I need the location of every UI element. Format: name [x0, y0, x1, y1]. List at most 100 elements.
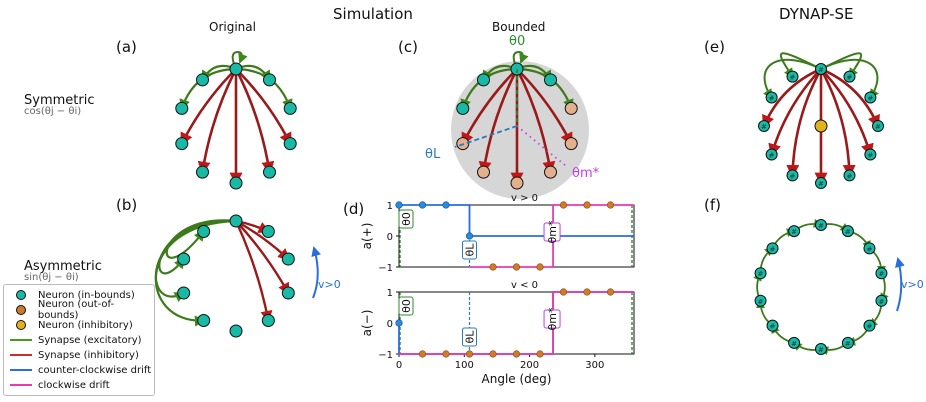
row-title-asymmetric: Asymmetric	[24, 259, 102, 274]
v-positive-label: v>0	[318, 278, 341, 291]
neuron-node	[175, 137, 189, 151]
ccw-drift-arrow	[311, 246, 322, 299]
neuron-node	[544, 165, 558, 179]
thetaL-tag: θL	[464, 243, 477, 257]
dynap-header: DYNAP-SE	[779, 5, 854, 23]
legend-entry: Neuron (out-of-bounds)	[8, 299, 154, 321]
original-header: Original	[209, 20, 256, 34]
thetaL-tag-box	[462, 327, 477, 347]
inhibitory-synapse	[762, 67, 822, 129]
out-of-bounds-marker	[559, 201, 568, 209]
neuron-node	[788, 336, 801, 349]
row-title-symmetric: Symmetric	[24, 93, 95, 108]
inhibitory-synapse	[516, 68, 573, 146]
cw-drift-line	[399, 291, 634, 355]
theta0-label: θ0	[509, 34, 525, 49]
ccw-drift-arrow	[895, 257, 905, 312]
neuron-node	[229, 214, 243, 228]
x-tick-label: 100	[455, 360, 474, 371]
neuron-node	[815, 177, 827, 189]
out-of-bounds-marker	[583, 288, 591, 296]
ccw-drift-line	[398, 291, 634, 355]
neuron-node	[815, 219, 827, 231]
neuron-node	[754, 294, 767, 307]
neuron-glyph: #	[847, 172, 853, 180]
bounded-header: Bounded	[492, 20, 546, 34]
neuron-node	[229, 62, 243, 76]
thetaL-label: θL	[425, 147, 441, 162]
neuron-node	[283, 101, 297, 115]
neuron-node	[195, 73, 209, 87]
chart-title: v < 0	[511, 280, 538, 291]
in-bounds-marker	[395, 319, 403, 327]
neuron-glyph: #	[818, 346, 824, 354]
out-of-bounds-marker	[442, 350, 450, 358]
inhibitory-synapse	[786, 68, 823, 178]
thetaL-tag: θL	[464, 330, 477, 344]
thetam-tag: θm*	[546, 307, 559, 330]
neuron-glyph: #	[847, 74, 853, 82]
legend-label: clockwise drift	[38, 379, 110, 391]
thetam-tag-box	[543, 309, 561, 329]
legend-line-icon	[10, 354, 32, 356]
neuron-node	[875, 267, 888, 280]
thetaL-line	[454, 125, 518, 148]
neuron-glyph: #	[758, 270, 764, 278]
neuron-node	[841, 225, 854, 238]
neuron-node	[283, 137, 297, 151]
theta0-tag-box	[398, 209, 414, 229]
legend-marker-icon	[15, 305, 26, 315]
neuron-glyph: #	[818, 222, 824, 230]
thetam-label: θm*	[572, 166, 600, 181]
x-tick-label: 300	[585, 360, 604, 371]
legend-line-icon	[10, 384, 32, 386]
theta0-tag: θ0	[400, 212, 413, 226]
legend: Neuron (in-bounds)Neuron (out-of-bounds)…	[3, 284, 155, 396]
neuron-node	[281, 286, 295, 300]
neuron-glyph: #	[866, 245, 872, 253]
inhibitory-synapse	[197, 68, 238, 175]
y-tick-label: −1	[378, 263, 393, 274]
neuron-glyph: #	[867, 152, 873, 160]
neuron-node	[843, 70, 856, 83]
neuron-node	[872, 120, 884, 132]
legend-marker-icon	[16, 320, 26, 330]
out-of-bounds-marker	[536, 350, 544, 358]
excitatory-self-loop	[231, 50, 248, 65]
simulation-header: Simulation	[333, 5, 413, 23]
neuron-glyph: #	[769, 95, 775, 103]
neuron-node	[788, 225, 801, 238]
neuron-node	[544, 73, 558, 87]
legend-entry: counter-clockwise drift	[8, 364, 151, 376]
row-formula-symmetric: cos(θj − θi)	[24, 106, 82, 117]
y-axis-label: a(+)	[360, 223, 374, 250]
neuron-glyph: #	[791, 340, 797, 348]
excitatory-synapse	[763, 58, 822, 100]
neuron-node	[875, 294, 888, 307]
legend-line-icon	[10, 339, 32, 341]
y-tick-label: 1	[387, 288, 393, 299]
neuron-node	[864, 91, 877, 104]
neuron-node	[476, 73, 490, 87]
y-tick-label: 0	[387, 319, 393, 330]
panel-label-d: (d)	[343, 200, 365, 218]
excitatory-synapse	[154, 219, 237, 327]
neuron-glyph: #	[845, 228, 851, 236]
inhibitory-synapse	[461, 68, 518, 146]
out-of-bounds-marker	[606, 288, 615, 296]
legend-entry: Synapse (inhibitory)	[8, 349, 139, 361]
in-bounds-marker	[395, 201, 403, 209]
theta0-tag: θ0	[400, 299, 413, 313]
ccw-drift-line	[399, 204, 634, 237]
neuron-glyph: #	[761, 123, 767, 131]
neuron-node	[766, 242, 779, 255]
legend-label: Synapse (inhibitory)	[38, 349, 139, 361]
neuron-node	[754, 267, 767, 280]
neuron-node	[229, 324, 243, 338]
neuron-node	[263, 165, 277, 179]
neuron-node	[863, 242, 876, 255]
neuron-node	[261, 313, 275, 327]
y-tick-label: 1	[387, 201, 393, 212]
inhibitory-synapse	[180, 68, 237, 146]
